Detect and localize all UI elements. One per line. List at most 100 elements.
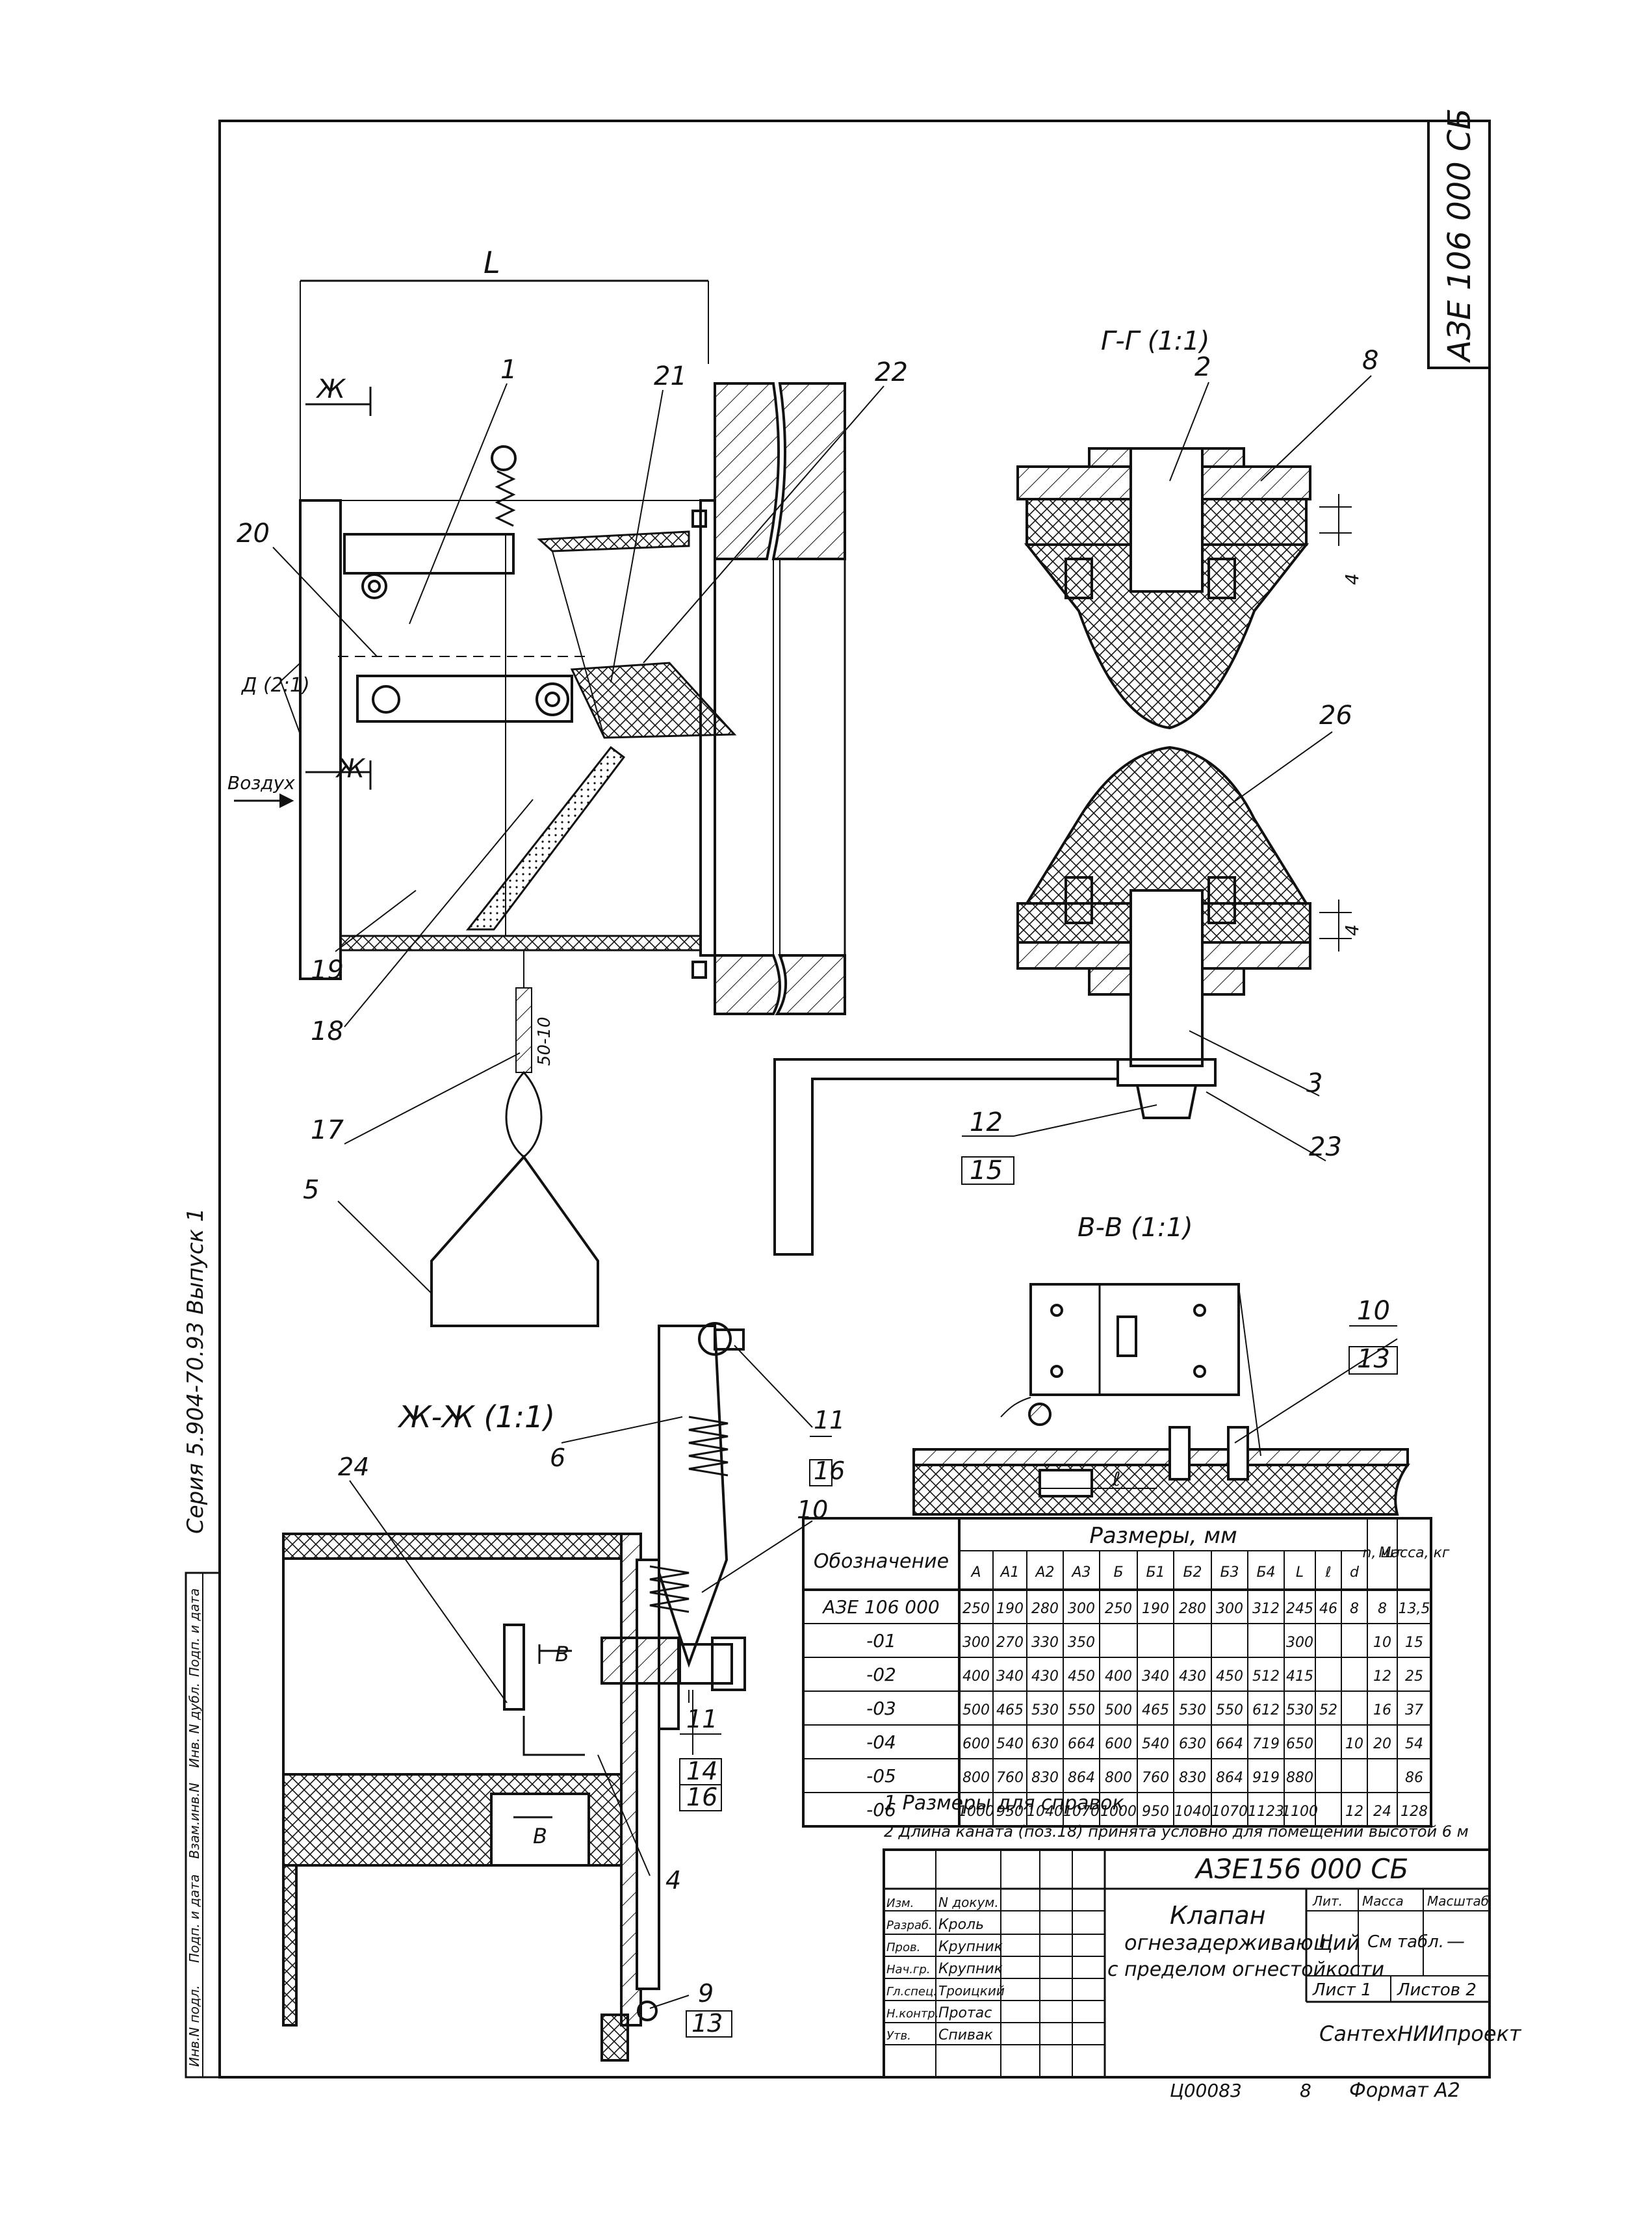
callout-17: 17 <box>311 1115 344 1145</box>
table-cell-r6-c8: 1070 <box>1211 1804 1248 1820</box>
table-cell-r5-c14: 86 <box>1405 1770 1423 1786</box>
dim-L-label: L <box>484 245 500 280</box>
view-GG-labels: Г-Г (1:1) 4 4 2 8 26 3 23 12 15 <box>970 326 1378 1185</box>
table-cell-r5-c6: 760 <box>1142 1770 1169 1786</box>
callout-20: 20 <box>237 519 270 549</box>
tb-name-row-1: Кроль <box>938 1917 984 1933</box>
table-cell-r3-c2: 465 <box>996 1702 1024 1718</box>
view-ZhZh-title: Ж-Ж (1:1) <box>397 1399 555 1434</box>
table-cell-r5-c4: 864 <box>1068 1770 1095 1786</box>
table-cell-r4-c4: 664 <box>1068 1736 1095 1752</box>
table-cell-r1-c0: -01 <box>866 1630 896 1652</box>
table-cell-r6-c1: 1000 <box>958 1804 994 1820</box>
table-cell-r2-c2: 340 <box>996 1668 1024 1685</box>
tb-role-3: Нач.гр. <box>886 1963 931 1976</box>
view-VV <box>912 1283 1410 1516</box>
table-col-1: А1 <box>999 1564 1019 1581</box>
title-block <box>883 1848 1491 2079</box>
callout-19: 19 <box>311 955 344 985</box>
view-GG <box>773 375 1372 1256</box>
table-col-6: Б2 <box>1183 1564 1202 1581</box>
table-cell-r1-c14: 15 <box>1405 1635 1423 1651</box>
table-col-3: А3 <box>1070 1564 1091 1581</box>
callout-9: 9 <box>698 1979 714 2008</box>
table-col-13: Масса, кг <box>1379 1545 1450 1561</box>
tb-name-row-0: N докум. <box>938 1895 999 1910</box>
callout-24: 24 <box>338 1453 369 1481</box>
strip-label-0: Инв.N подл. <box>187 1985 202 2067</box>
callout-10-zh: 10 <box>797 1496 828 1524</box>
table-cell-r3-c5: 500 <box>1105 1702 1132 1718</box>
table-cell-r5-c1: 800 <box>962 1770 990 1786</box>
sheet-frame <box>218 120 1491 2079</box>
strip-label-1: Подп. и дата <box>187 1874 202 1963</box>
tb-name-2: огнезадерживающий <box>1124 1930 1360 1955</box>
bottom-inv: Ц00083 <box>1170 2080 1242 2101</box>
callout-11-top: 11 <box>814 1406 845 1434</box>
table-col-2: А2 <box>1034 1564 1054 1581</box>
table-title: Размеры, мм <box>1089 1523 1237 1549</box>
table-cell-r2-c10: 415 <box>1286 1668 1313 1685</box>
dim-50-10: 50-10 <box>535 1017 554 1066</box>
callout-11-mid: 11 <box>686 1705 717 1733</box>
table-cell-r0-c1: 250 <box>962 1601 990 1617</box>
callout-14: 14 <box>686 1757 717 1785</box>
series-label: Серия 5.904-70.93 Выпуск 1 <box>183 1208 209 1534</box>
table-cell-r2-c8: 450 <box>1216 1668 1243 1685</box>
callout-13-zh: 13 <box>691 2009 723 2038</box>
view-GG-dim-lower: 4 <box>1341 924 1363 936</box>
table-cell-r0-c2: 190 <box>996 1601 1024 1617</box>
table-cell-r6-c9: 1123 <box>1248 1804 1284 1820</box>
view-ZhZh <box>282 1322 832 2062</box>
tb-head-scale: Масштаб <box>1427 1893 1489 1909</box>
stamp-box: АЗЕ 106 000 СБ <box>1427 109 1491 369</box>
tb-name-row-5: Протас <box>938 2005 992 2021</box>
table-col-designation: Обозначение <box>814 1550 949 1573</box>
table-cell-r2-c6: 340 <box>1142 1668 1169 1685</box>
section-B-mark-1: В <box>555 1642 569 1666</box>
table-cell-r6-c2: 950 <box>996 1804 1024 1820</box>
table-cell-r3-c6: 465 <box>1142 1702 1169 1718</box>
table-cell-r0-c3: 280 <box>1031 1601 1059 1617</box>
table-cell-r3-c7: 530 <box>1179 1702 1206 1718</box>
callout-13-vv: 13 <box>1357 1344 1390 1374</box>
tb-scale-value: — <box>1447 1930 1465 1952</box>
tb-org: СантехНИИпроект <box>1319 2021 1522 2046</box>
callout-8: 8 <box>1362 346 1378 376</box>
view-GG-title: Г-Г (1:1) <box>1101 326 1209 356</box>
table-cell-r4-c14: 54 <box>1405 1736 1423 1752</box>
table-cell-r4-c2: 540 <box>996 1736 1024 1752</box>
table-col-11: d <box>1350 1564 1360 1581</box>
table-cell-r6-c0: -06 <box>866 1799 896 1820</box>
callout-15: 15 <box>970 1156 1003 1185</box>
table-cell-r1-c2: 270 <box>996 1635 1024 1651</box>
table-cell-r0-c0: АЗЕ 106 000 <box>821 1596 939 1618</box>
table-cell-r4-c1: 600 <box>962 1736 990 1752</box>
view-GG-dim-upper: 4 <box>1341 573 1363 585</box>
table-cell-r5-c3: 830 <box>1031 1770 1059 1786</box>
table-cell-r2-c1: 400 <box>962 1668 990 1685</box>
section-B-mark-2: В <box>533 1824 547 1848</box>
section-mark-bottom: Ж <box>335 754 366 784</box>
tb-name-row-4: Троицкий <box>938 1983 1005 1999</box>
callout-16-mid: 16 <box>686 1783 717 1811</box>
callout-26: 26 <box>1319 701 1352 731</box>
callout-3: 3 <box>1306 1069 1323 1098</box>
table-cell-r6-c12: 12 <box>1345 1804 1363 1820</box>
table-cell-r4-c13: 20 <box>1373 1736 1391 1752</box>
table-cell-r4-c7: 630 <box>1179 1736 1206 1752</box>
air-label: Воздух <box>227 772 295 794</box>
table-cell-r2-c7: 430 <box>1179 1668 1206 1685</box>
table-cell-r3-c0: -03 <box>866 1698 896 1719</box>
table-cell-r3-c11: 52 <box>1319 1702 1337 1718</box>
callout-21: 21 <box>654 361 687 391</box>
table-cell-r4-c8: 664 <box>1216 1736 1243 1752</box>
table-cell-r1-c3: 330 <box>1031 1635 1059 1651</box>
table-cell-r0-c5: 250 <box>1105 1601 1132 1617</box>
tb-role-4: Гл.спец. <box>886 1985 937 1999</box>
section-mark-top: Ж <box>315 374 346 404</box>
table-cell-r2-c3: 430 <box>1031 1668 1059 1685</box>
table-col-0: А <box>970 1564 981 1581</box>
